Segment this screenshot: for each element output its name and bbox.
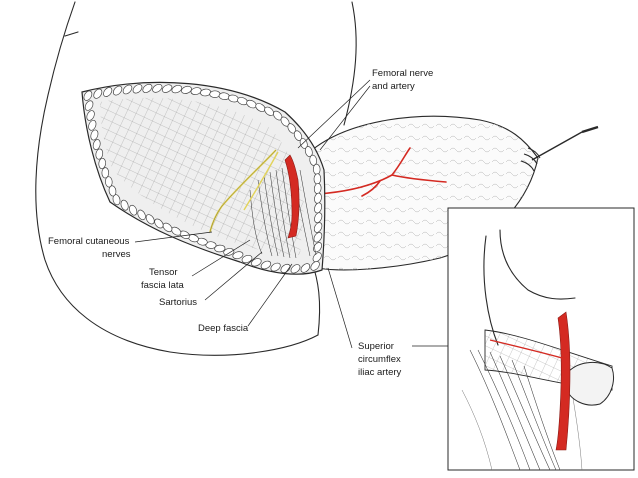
fat-cobble (251, 258, 262, 267)
label-femoral-nerve-line2: and artery (372, 81, 415, 92)
fat-cobble (209, 90, 221, 98)
fat-cobble (304, 146, 313, 158)
fat-cobble (84, 100, 94, 111)
label-circumflex-line1: Superior (358, 341, 394, 352)
fat-cobble (300, 263, 311, 273)
fat-cobble (154, 218, 164, 229)
fat-cobble (214, 244, 226, 253)
fat-cobble (171, 84, 183, 94)
fat-cobble (161, 84, 173, 93)
retractor-hook (520, 125, 599, 172)
fat-cobble (108, 185, 117, 197)
label-circumflex-line2: circumflex (358, 354, 401, 365)
fat-cobble (145, 214, 155, 225)
fat-cobble (312, 252, 322, 263)
femoral-artery (284, 154, 300, 239)
fat-cobble (120, 199, 129, 211)
flap-artery-branch (317, 147, 447, 197)
fat-cobble (93, 88, 103, 99)
inset-circumflex-artery (489, 339, 563, 359)
fat-cobble (162, 222, 173, 233)
label-sartorius-text: Sartorius (159, 297, 197, 308)
label-femoral-cutaneous: Femoral cutaneous nerves (48, 231, 213, 260)
fat-cobble (313, 222, 323, 233)
inset-detail (447, 207, 635, 471)
fat-cobble (190, 87, 202, 95)
fat-cobble (264, 106, 274, 116)
label-sartorius: Sartorius (159, 251, 263, 308)
fat-cobble (90, 129, 99, 141)
label-femoral-cutaneous-line2: nerves (102, 249, 131, 260)
label-femoral-nerve-artery: Femoral nerve and artery (297, 68, 433, 151)
fat-cobble (312, 163, 321, 175)
fat-cobble (232, 251, 244, 260)
fat-cobble (260, 260, 272, 270)
fat-border-cobbles (83, 83, 323, 274)
fat-cobble (142, 83, 153, 93)
label-deep-fascia: Deep fascia (198, 263, 293, 334)
fat-cobble (95, 148, 104, 160)
fat-cobble (241, 254, 253, 264)
fat-cobble (137, 209, 146, 221)
label-circumflex-line3: iliac artery (358, 367, 402, 378)
fat-cobble (112, 85, 123, 96)
fat-cobble (152, 83, 163, 93)
fat-cobble (103, 87, 113, 97)
fat-cobble (314, 212, 323, 224)
label-deep-fascia-text: Deep fascia (198, 323, 249, 334)
fat-cobble (132, 84, 143, 94)
inset-femoral-artery (555, 311, 571, 451)
fat-cobble (86, 110, 95, 121)
fat-cobble (129, 204, 138, 216)
fat-cobble (310, 261, 320, 271)
body-outline (35, 1, 357, 356)
fat-cobble (98, 157, 106, 170)
fat-cobble (313, 232, 323, 243)
fat-cobble (290, 264, 301, 274)
fat-cobble (270, 262, 281, 272)
femoral-cutaneous-nerves (209, 149, 279, 233)
label-tensor-fascia-lata: Tensor fascia lata (141, 239, 251, 291)
fat-cobble (122, 84, 133, 95)
fat-cobble (105, 176, 113, 188)
label-tensor-line2: fascia lata (141, 280, 184, 291)
fat-cobble (313, 173, 322, 185)
fat-cobble (314, 202, 323, 214)
fat-cobble (101, 167, 110, 179)
fat-cobble (313, 242, 323, 253)
fat-cobble (223, 248, 235, 256)
fat-cobble (181, 85, 192, 94)
label-femoral-cutaneous-line1: Femoral cutaneous (48, 236, 130, 247)
fat-cobble (314, 192, 322, 204)
label-femoral-nerve-line1: Femoral nerve (372, 68, 433, 79)
fat-cobble (83, 90, 93, 101)
label-tensor-line1: Tensor (149, 267, 178, 278)
fat-cobble (88, 119, 97, 131)
incision-wound (81, 81, 326, 275)
fat-cobble (92, 139, 101, 151)
